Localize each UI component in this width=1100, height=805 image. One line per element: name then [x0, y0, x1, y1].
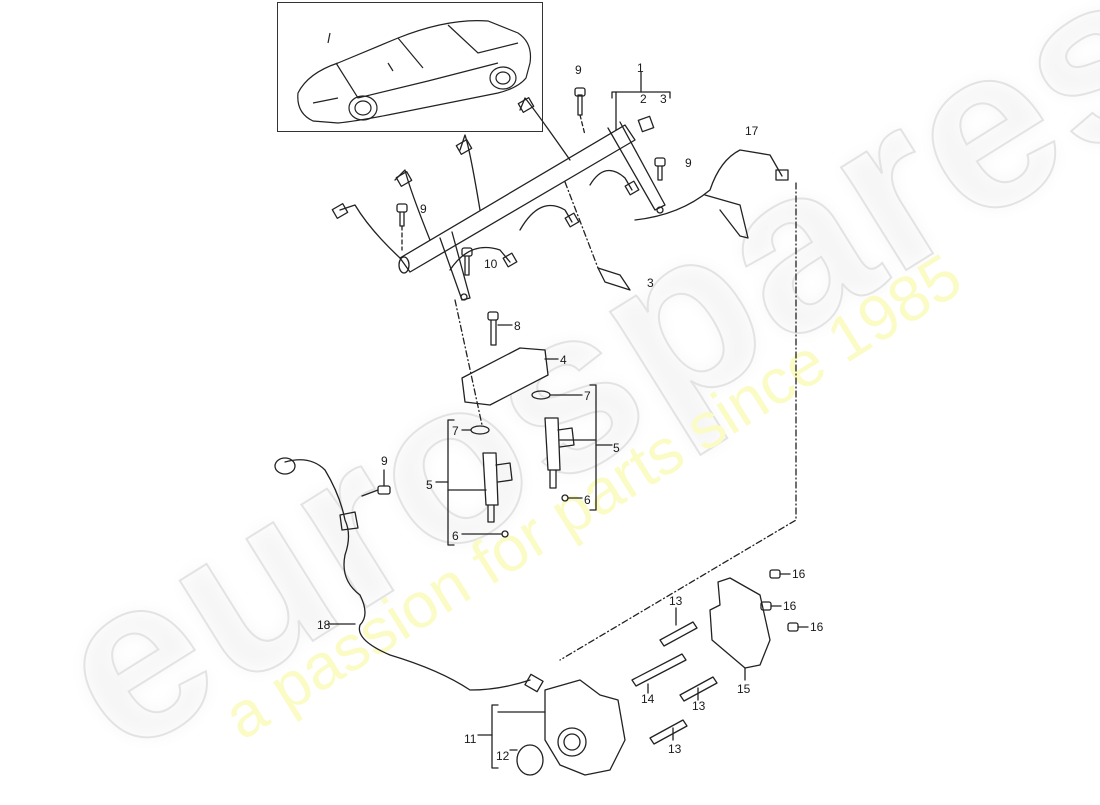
- callout-10: 10: [484, 257, 498, 271]
- callout-9: 9: [685, 156, 692, 170]
- callout-5: 5: [613, 441, 620, 455]
- car-thumbnail: [277, 2, 543, 132]
- callout-15: 15: [737, 682, 751, 696]
- callout-13: 13: [668, 742, 682, 756]
- callout-16: 16: [783, 599, 797, 613]
- high-pressure-pump: [544, 679, 626, 776]
- callout-12: 12: [496, 749, 510, 763]
- callout-7: 7: [452, 424, 459, 438]
- callout-9: 9: [381, 454, 388, 468]
- callout-7: 7: [584, 389, 591, 403]
- callout-6: 6: [584, 493, 591, 507]
- callout-9: 9: [575, 63, 582, 77]
- callout-3: 3: [660, 92, 667, 106]
- callout-13: 13: [692, 699, 706, 713]
- callout-2: 2: [640, 92, 647, 106]
- callout-8: 8: [514, 319, 521, 333]
- injector-holder: [461, 347, 549, 406]
- callout-17: 17: [745, 124, 759, 138]
- callout-11: 11: [464, 732, 477, 746]
- callout-14: 14: [641, 692, 655, 706]
- callout-3: 3: [647, 276, 654, 290]
- callout-1: 1: [637, 61, 644, 75]
- callout-6: 6: [452, 529, 459, 543]
- car-icon: [297, 20, 532, 124]
- callout-16: 16: [792, 567, 806, 581]
- callout-9: 9: [420, 202, 427, 216]
- callout-16: 16: [810, 620, 824, 634]
- heat-shield: [709, 577, 771, 669]
- pressure-line: [284, 459, 531, 691]
- callout-4: 4: [560, 353, 567, 367]
- callout-18: 18: [317, 618, 331, 632]
- callout-5: 5: [426, 478, 433, 492]
- callout-13: 13: [669, 594, 683, 608]
- fuel-rail: [399, 124, 636, 273]
